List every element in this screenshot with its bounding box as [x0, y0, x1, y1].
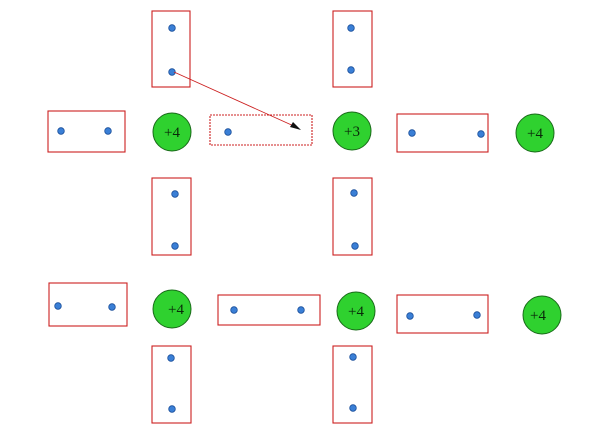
node-label: +4 [168, 302, 184, 318]
dot [224, 128, 232, 136]
dot [347, 24, 355, 32]
dot [171, 190, 179, 198]
dot [351, 242, 359, 250]
green-node [522, 295, 562, 335]
dot [349, 353, 357, 361]
dot [54, 302, 62, 310]
arrow-line [173, 71, 297, 128]
vertical-box-bottom-left [151, 345, 192, 424]
dot [347, 66, 355, 74]
dot [473, 311, 481, 319]
node-row2-left: +4 [152, 289, 192, 329]
vertical-box-middle-left [151, 177, 192, 256]
node-label: +3 [344, 124, 360, 140]
vertical-box-top-right-upper [332, 10, 373, 88]
box-outline [151, 177, 192, 256]
node-label: +4 [348, 304, 364, 320]
green-node [515, 113, 555, 153]
dot [350, 189, 358, 197]
node-row2-right: +4 [522, 295, 562, 335]
node-row1-right: +4 [515, 113, 555, 153]
dot [349, 404, 357, 412]
horizontal-box-row1-left [47, 110, 126, 153]
dot [406, 312, 414, 320]
dot [167, 354, 175, 362]
green-node [152, 112, 192, 152]
horizontal-box-row1-middle [209, 114, 313, 146]
dot [168, 24, 176, 32]
vertical-box-top-left-upper [151, 10, 191, 88]
dot [230, 306, 238, 314]
dot [171, 242, 179, 250]
vertical-box-bottom-right [332, 345, 373, 424]
horizontal-box-row2-middle [217, 294, 321, 326]
box-outline [332, 10, 373, 88]
dot [57, 127, 65, 135]
dot [104, 127, 112, 135]
dot [168, 405, 176, 413]
dot [297, 306, 305, 314]
node-row1-left: +4 [152, 112, 192, 152]
horizontal-box-row2-right [396, 294, 489, 334]
green-node [332, 111, 372, 151]
dot [108, 303, 116, 311]
node-label: +4 [527, 126, 543, 142]
dot [168, 68, 176, 76]
box-outline [151, 10, 191, 88]
dot [477, 130, 485, 138]
horizontal-box-row1-right [396, 113, 489, 153]
arrow-head [290, 122, 301, 130]
green-node [336, 291, 376, 331]
vertical-box-middle-right [332, 177, 373, 256]
node-row1-middle: +3 [332, 111, 372, 151]
horizontal-box-row2-left [48, 282, 128, 327]
node-row2-middle: +4 [336, 291, 376, 331]
dot [408, 129, 416, 137]
move-arrow [173, 71, 301, 130]
node-label: +4 [530, 308, 546, 324]
node-label: +4 [164, 125, 180, 141]
green-node [152, 289, 192, 329]
